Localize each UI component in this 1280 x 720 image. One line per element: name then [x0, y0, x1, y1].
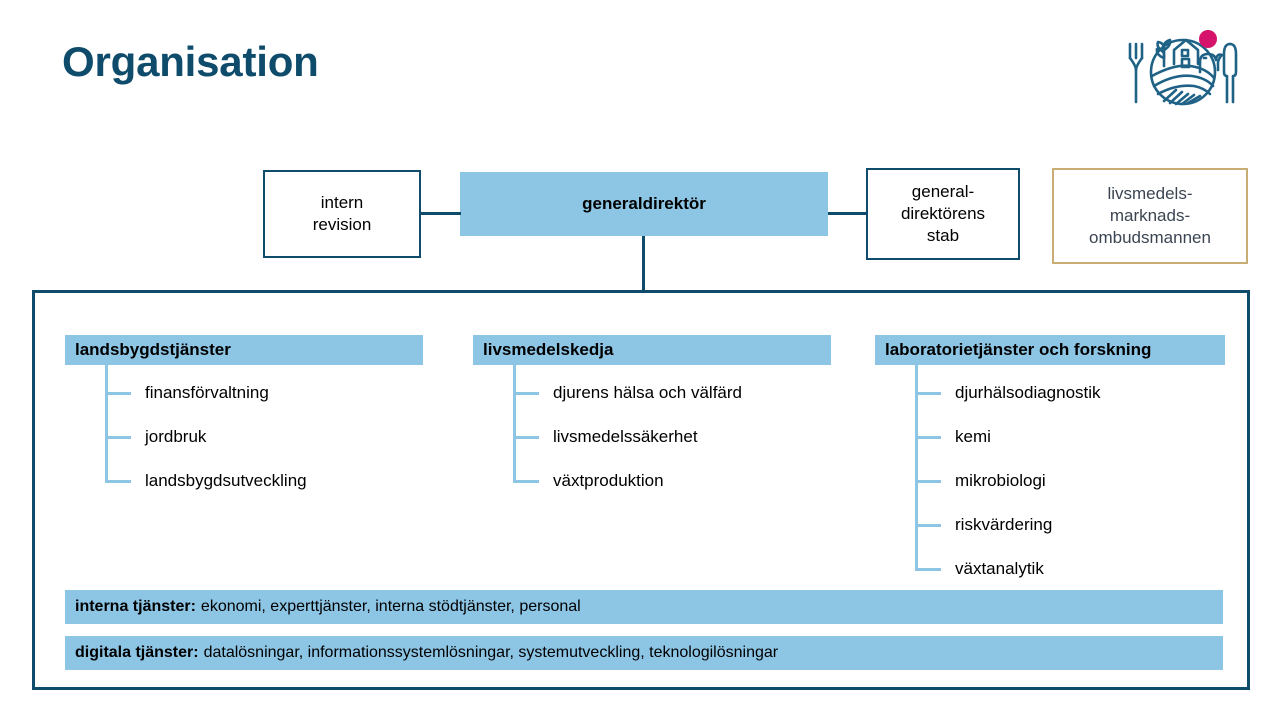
- tree-trunk-line: [105, 365, 108, 481]
- tree-branch-line: [513, 436, 539, 439]
- node-food-market-ombudsman[interactable]: livsmedels- marknads- ombudsmannen: [1052, 168, 1248, 264]
- node-director-general-staff[interactable]: general- direktörens stab: [866, 168, 1020, 260]
- service-bar-digital-label: digitala tjänster:: [75, 644, 199, 661]
- list-item[interactable]: växtanalytik: [875, 547, 1225, 591]
- department-items-livsmedelskedja: djurens hälsa och välfärd livsmedelssäke…: [473, 365, 831, 503]
- list-item[interactable]: finansförvaltning: [65, 371, 423, 415]
- tree-branch-line: [105, 392, 131, 395]
- department-column-livsmedelskedja: livsmedelskedja djurens hälsa och välfär…: [473, 335, 831, 503]
- sun-dot: [1199, 30, 1217, 48]
- node-director-general-staff-label: general- direktörens stab: [900, 182, 986, 245]
- tree-branch-line: [915, 568, 941, 571]
- list-item[interactable]: växtproduktion: [473, 459, 831, 503]
- tree-branch-line: [105, 480, 131, 483]
- tree-branch-line: [105, 436, 131, 439]
- tree-branch-line: [513, 480, 539, 483]
- list-item[interactable]: djurens hälsa och välfärd: [473, 371, 831, 415]
- list-item[interactable]: landsbygdsutveckling: [65, 459, 423, 503]
- department-column-landsbygdstjanster: landsbygdstjänster finansförvaltning jor…: [65, 335, 423, 503]
- tree-trunk-line: [513, 365, 516, 481]
- service-bar-digital-text: datalösningar, informationssystemlösning…: [203, 644, 779, 661]
- connector-internal-audit: [421, 212, 461, 215]
- list-item[interactable]: jordbruk: [65, 415, 423, 459]
- node-intern-revision-label: intern revision: [312, 193, 372, 234]
- connector-to-departments: [642, 236, 645, 292]
- page-title: Organisation: [62, 38, 319, 85]
- department-items-landsbygdstjanster: finansförvaltning jordbruk landsbygdsutv…: [65, 365, 423, 503]
- list-item[interactable]: kemi: [875, 415, 1225, 459]
- department-header-livsmedelskedja[interactable]: livsmedelskedja: [473, 335, 831, 365]
- tree-branch-line: [513, 392, 539, 395]
- department-header-laboratorietjanster[interactable]: laboratorietjänster och forskning: [875, 335, 1225, 365]
- node-director-general[interactable]: generaldirektör: [460, 172, 828, 236]
- list-item[interactable]: djurhälsodiagnostik: [875, 371, 1225, 415]
- departments-container: landsbygdstjänster finansförvaltning jor…: [32, 290, 1250, 690]
- node-intern-revision[interactable]: intern revision: [263, 170, 421, 258]
- department-items-laboratorietjanster: djurhälsodiagnostik kemi mikrobiologi ri…: [875, 365, 1225, 591]
- department-header-landsbygdstjanster[interactable]: landsbygdstjänster: [65, 335, 423, 365]
- list-item[interactable]: riskvärdering: [875, 503, 1225, 547]
- tree-branch-line: [915, 392, 941, 395]
- department-column-laboratorietjanster: laboratorietjänster och forskning djurhä…: [875, 335, 1225, 591]
- list-item[interactable]: livsmedelssäkerhet: [473, 415, 831, 459]
- service-bar-internal-label: interna tjänster:: [75, 598, 196, 615]
- tree-branch-line: [915, 524, 941, 527]
- service-bar-digital-services[interactable]: digitala tjänster: datalösningar, inform…: [65, 636, 1223, 670]
- connector-director-staff: [828, 212, 867, 215]
- node-food-market-ombudsman-label: livsmedels- marknads- ombudsmannen: [1089, 184, 1211, 247]
- tree-branch-line: [915, 436, 941, 439]
- service-bar-internal-services[interactable]: interna tjänster: ekonomi, experttjänste…: [65, 590, 1223, 624]
- tree-branch-line: [915, 480, 941, 483]
- node-director-general-label: generaldirektör: [582, 194, 706, 214]
- list-item[interactable]: mikrobiologi: [875, 459, 1225, 503]
- service-bar-internal-text: ekonomi, experttjänster, interna stödtjä…: [200, 598, 581, 615]
- tree-trunk-line: [915, 365, 918, 569]
- livsmedelsverket-logo: [1118, 20, 1248, 116]
